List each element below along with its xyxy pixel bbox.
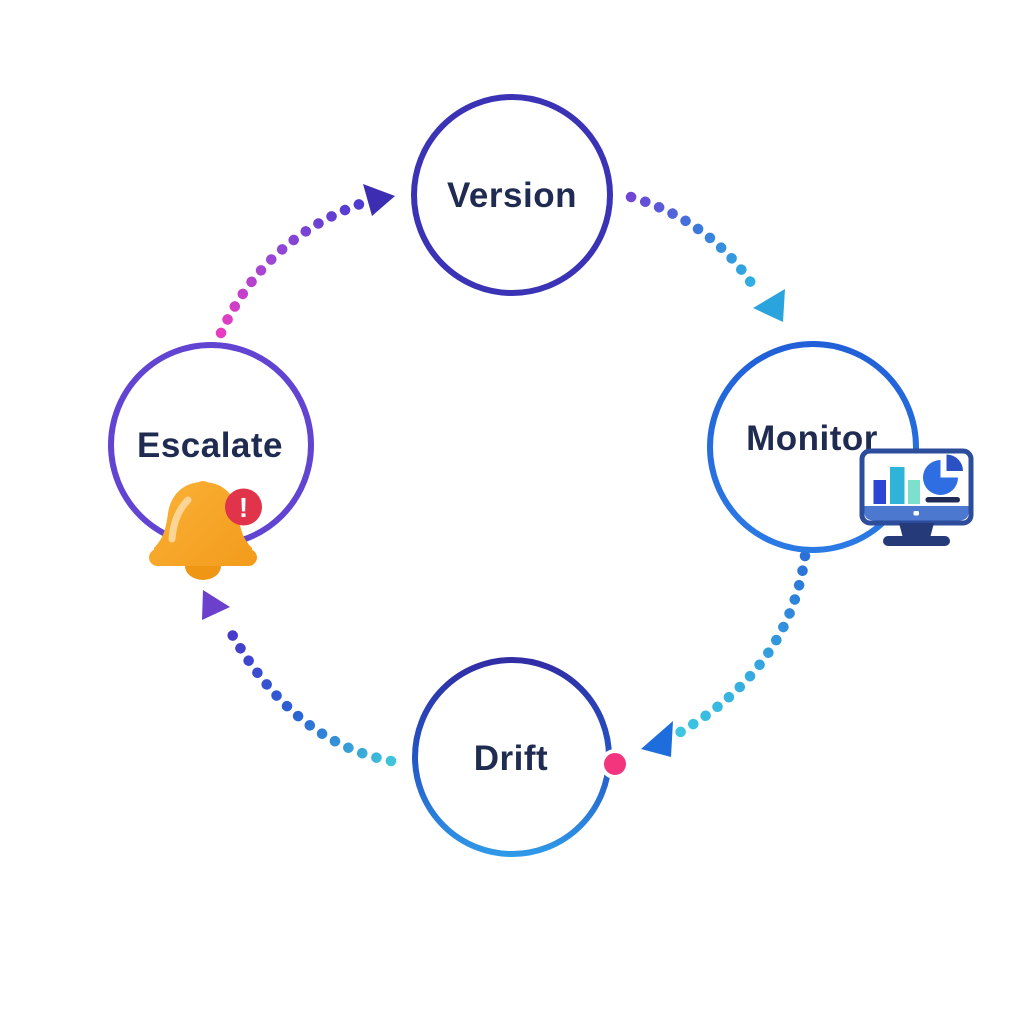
arrowhead-to-drift xyxy=(641,721,673,757)
dotted-arc-drift-to-escalate xyxy=(223,623,397,767)
pie-slice xyxy=(946,454,963,471)
edge-escalate-to-version xyxy=(215,184,395,339)
bell-rim xyxy=(149,549,257,566)
monitor-stand-base xyxy=(883,536,950,546)
monitor-stand-neck xyxy=(899,523,934,538)
alert-badge-circle xyxy=(225,488,262,526)
monitor-bezel-dot xyxy=(913,511,919,516)
pie-underline xyxy=(925,497,960,503)
edge-drift-to-escalate xyxy=(202,590,397,767)
edge-monitor-to-drift xyxy=(641,550,811,757)
arrowhead-to-escalate xyxy=(202,590,230,620)
drift-label: Drift xyxy=(474,739,548,778)
pie-body xyxy=(923,460,958,495)
bar-1 xyxy=(873,480,886,504)
analytics-monitor-icon xyxy=(859,448,974,546)
arrowhead-to-version xyxy=(363,184,395,216)
node-drift: Drift xyxy=(412,657,630,857)
bar-2 xyxy=(890,467,905,504)
escalate-label: Escalate xyxy=(137,426,283,465)
dotted-arc-version-to-monitor xyxy=(625,191,763,298)
node-escalate: Escalate xyxy=(108,342,314,548)
edge-version-to-monitor xyxy=(625,191,785,322)
alert-badge: ! xyxy=(225,488,262,526)
bar-chart-icon xyxy=(873,467,920,504)
bar-3 xyxy=(908,480,920,504)
monitor-ring xyxy=(707,341,919,553)
arrowhead-to-monitor xyxy=(753,289,785,322)
version-label: Version xyxy=(447,176,577,215)
node-version: Version xyxy=(411,94,613,296)
alert-bell-icon: ! xyxy=(149,481,262,580)
dotted-arc-escalate-to-version xyxy=(215,198,366,339)
drift-alert-dot xyxy=(600,749,630,779)
alert-badge-exclamation: ! xyxy=(239,492,248,523)
bell-highlight xyxy=(168,496,192,543)
version-ring xyxy=(411,94,613,296)
pie-chart-icon xyxy=(923,454,963,503)
monitor-label: Monitor xyxy=(746,419,878,458)
dotted-arc-monitor-to-drift xyxy=(671,550,811,740)
bell-clapper xyxy=(185,566,221,580)
node-monitor: Monitor xyxy=(707,341,919,553)
